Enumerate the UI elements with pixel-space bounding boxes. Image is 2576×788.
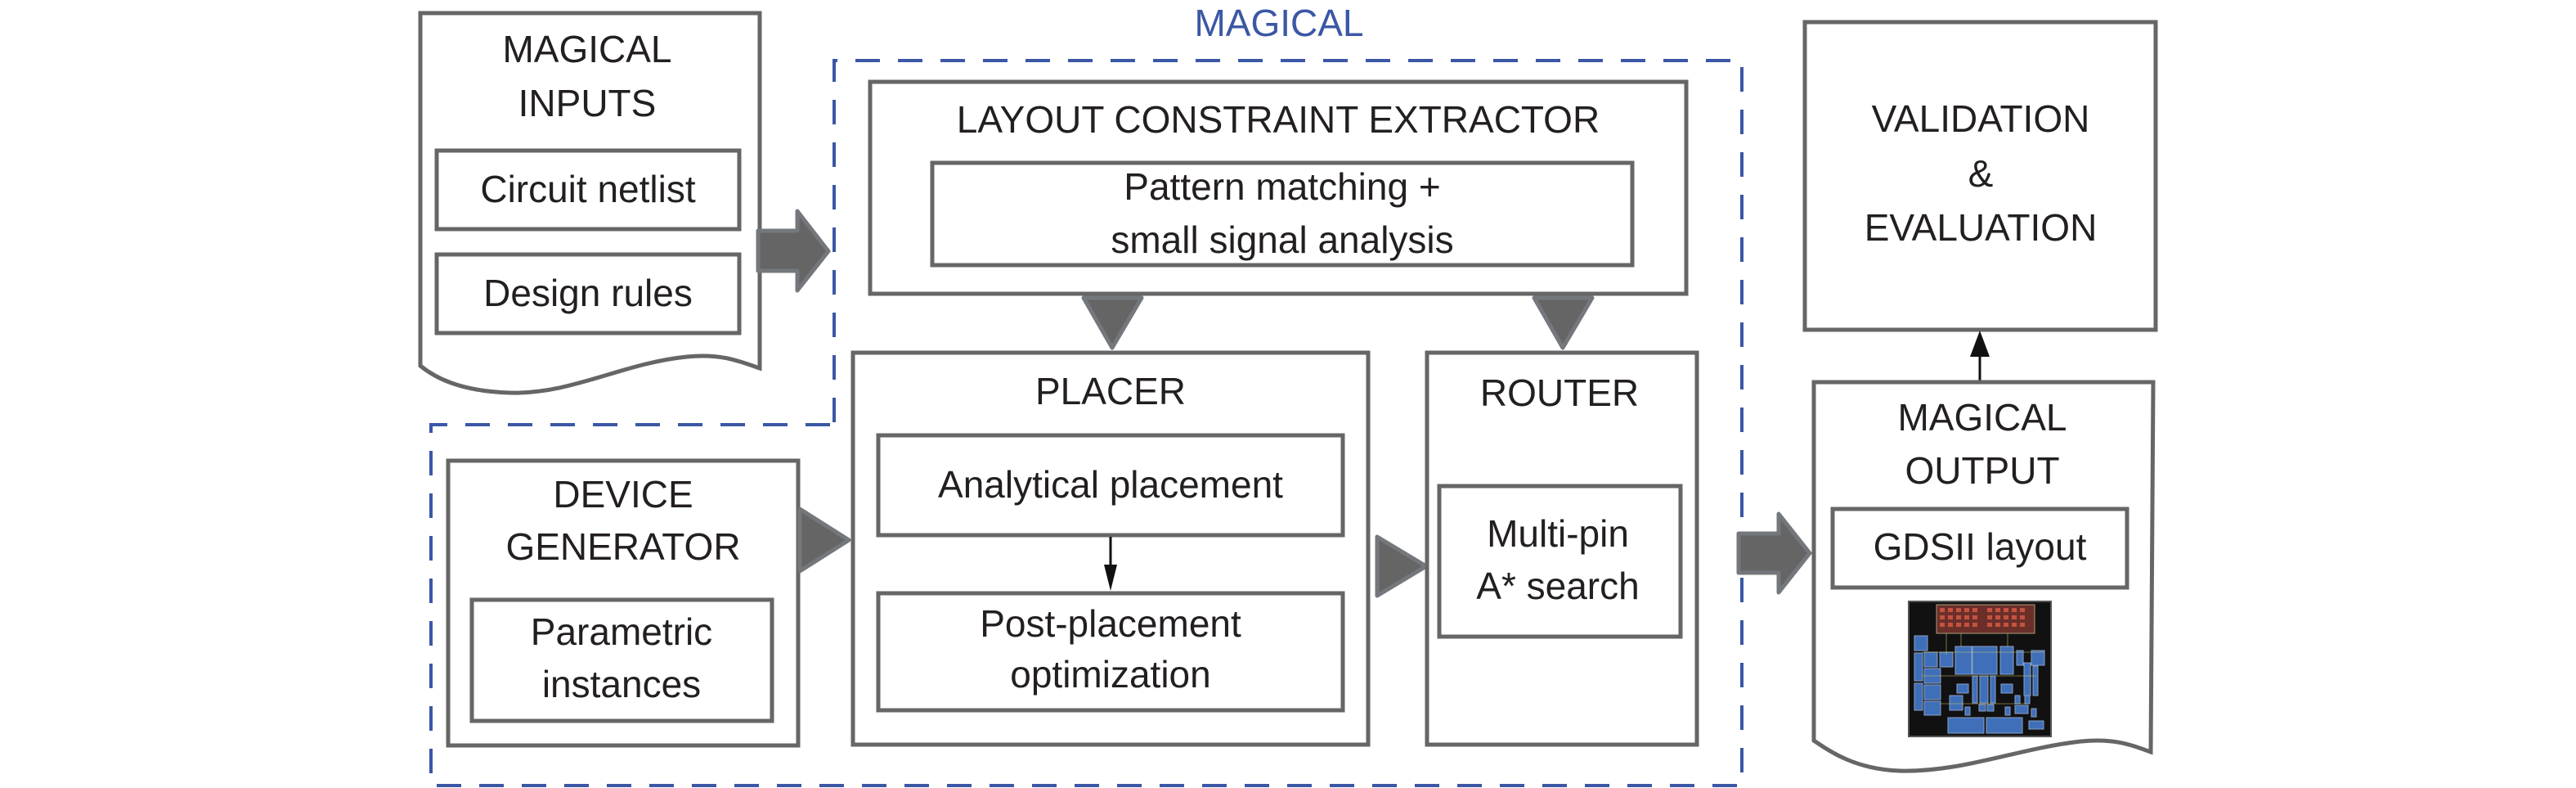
design-rules-box [434,252,742,335]
analytical-placement-box [876,433,1345,538]
inputs-to-magical-arrow-icon [756,209,831,293]
output-to-validation-arrow-icon [1970,331,1990,357]
layout-thumbnail-image [1908,601,2052,737]
validation-block: VALIDATION & EVALUATION [1802,20,2158,332]
placer-title: PLACER [1035,370,1186,412]
gdsii-layout-box [1830,507,2129,590]
placement-step-arrow-icon [1104,565,1117,591]
design-rules-label: Design rules [483,272,693,314]
multi-pin-line-1: Multi-pin [1487,512,1629,555]
validation-line-3: EVALUATION [1865,206,2098,249]
parametric-instances-line-1: Parametric [531,610,712,653]
device-generator-to-placer-arrow-icon [797,507,851,574]
device-generator-title-line-1: DEVICE [553,473,693,516]
multi-pin-line-2: A* search [1476,565,1639,607]
magical-to-output-arrow-icon [1736,511,1812,595]
router-title: ROUTER [1480,371,1639,414]
output-title-line-2: OUTPUT [1905,449,2059,492]
extractor-to-placer-arrow-icon [1081,295,1144,350]
gdsii-layout-label: GDSII layout [1874,525,2087,568]
post-placement-box [876,591,1345,713]
pattern-matching-line-1: Pattern matching + [1124,165,1440,208]
circuit-netlist-label: Circuit netlist [480,168,696,210]
placer-to-router-arrow-icon [1375,534,1429,598]
constraint-extractor-block: LAYOUT CONSTRAINT EXTRACTOR Pattern matc… [868,79,1689,296]
magical-framework-boundary [429,59,1744,787]
magical-inputs-document: MAGICAL INPUTS Circuit netlist Design ru… [418,11,762,395]
validation-box [1802,20,2158,332]
placer-block: PLACER Analytical placement Post-placeme… [850,350,1371,747]
inputs-title-line-1: MAGICAL [502,28,671,70]
circuit-netlist-box [434,148,742,232]
device-generator-title-line-2: GENERATOR [505,525,740,568]
validation-line-1: VALIDATION [1872,97,2090,140]
multi-pin-search-box [1437,484,1683,639]
analytical-placement-label: Analytical placement [938,463,1283,506]
post-placement-line-2: optimization [1010,653,1210,696]
extractor-to-router-arrow-icon [1532,295,1595,350]
parametric-instances-box [469,597,774,723]
magical-output-document: MAGICAL OUTPUT GDSII layout [1811,380,2156,773]
output-title-line-1: MAGICAL [1897,396,2067,439]
parametric-instances-line-2: instances [542,663,701,705]
pattern-matching-line-2: small signal analysis [1111,218,1453,261]
magical-framework-label: MAGICAL [1194,2,1363,44]
constraint-extractor-title: LAYOUT CONSTRAINT EXTRACTOR [957,98,1600,141]
post-placement-line-1: Post-placement [980,602,1241,645]
router-block: ROUTER Multi-pin A* search [1425,350,1699,747]
validation-line-2: & [1968,152,1994,195]
device-generator-block: DEVICE GENERATOR Parametric instances [446,458,801,748]
inputs-title-line-2: INPUTS [518,82,657,124]
pattern-matching-box [930,160,1635,268]
